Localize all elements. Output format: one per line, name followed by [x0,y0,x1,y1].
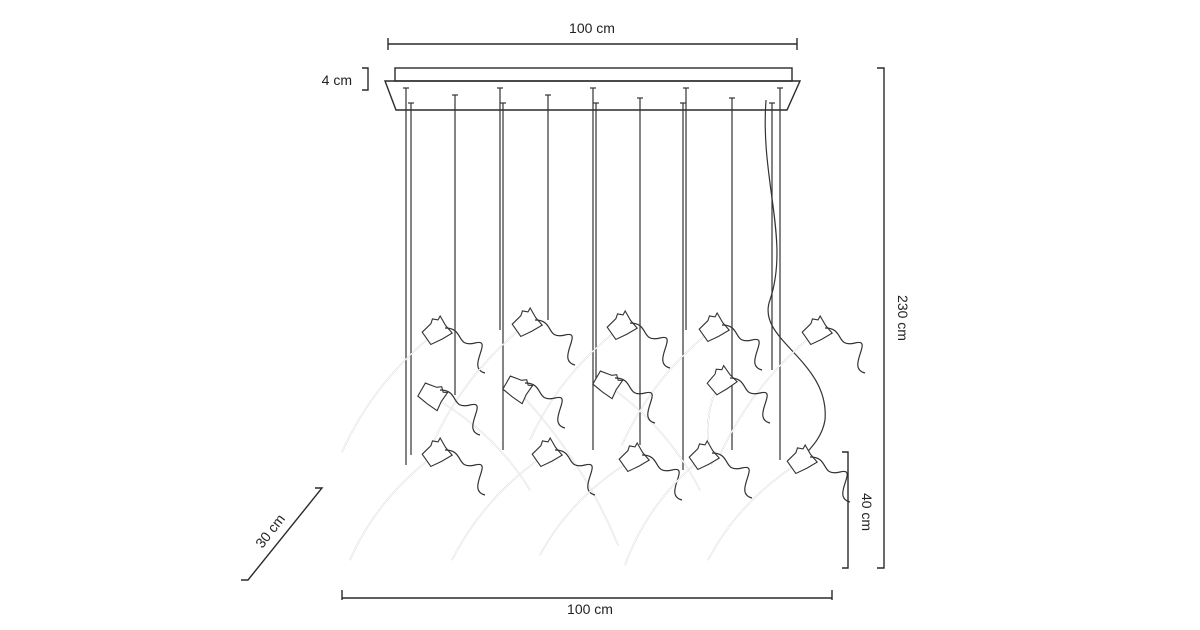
cord [524,382,566,429]
cord [729,377,771,424]
cord [444,449,486,496]
depth-label: 30 cm [252,511,288,551]
flower-lamp [621,311,763,446]
flower-lamps [341,306,866,566]
tulip-shade [421,436,454,468]
top-width-dimension: 100 cm [387,20,798,50]
tulip-shade [618,441,651,473]
cluster-height-dimension: 40 cm [842,451,875,569]
tulip-shade [417,382,449,412]
cord [824,327,866,374]
stem [539,459,633,556]
depth-dimension: 30 cm [241,487,324,581]
cluster-height-label: 40 cm [859,493,875,531]
total-height-dimension: 230 cm [877,67,911,569]
cord [534,319,576,366]
cord [444,327,486,374]
stem [349,454,436,561]
cord [629,322,671,369]
canopy [383,67,802,111]
tulip-shade [801,314,834,346]
tulip-shade [606,309,639,341]
tulip-shade [502,375,534,405]
flower-lamp [706,364,771,466]
tulip-shade [688,439,721,471]
cord [711,452,753,499]
cord [614,377,656,424]
flower-lamp [624,439,753,566]
bottom-width-dimension: 100 cm [341,590,833,617]
stem [451,454,546,561]
canopy-height-label: 4 cm [322,72,352,88]
flower-lamp [539,441,683,556]
flower-lamp [341,314,486,453]
flower-lamp [417,382,531,491]
stem [604,382,701,491]
canopy-height-dimension: 4 cm [322,67,369,91]
tulip-shade [698,311,731,343]
tulip-shade [421,314,454,346]
suspension-wires [403,87,826,471]
stem [514,387,619,546]
cord [721,324,763,371]
stem [707,461,801,561]
tulip-shade [786,443,819,475]
flower-lamp [592,370,701,491]
cord [809,456,851,503]
tulip-shade [511,306,544,338]
bottom-width-label: 100 cm [567,601,613,617]
cord [554,449,596,496]
top-width-label: 100 cm [569,20,615,36]
flower-lamp [431,306,576,446]
stem [621,329,713,446]
flower-lamp [502,375,619,546]
flower-lamp [719,314,866,456]
flower-lamp [707,443,851,561]
flower-lamp [349,436,486,561]
flower-lamp [529,309,671,441]
cord [641,454,683,501]
flower-lamp [451,436,596,561]
stem [624,457,703,566]
cord [439,389,481,436]
power-cable [764,99,826,471]
total-height-label: 230 cm [895,295,911,341]
tulip-shade [531,436,564,468]
tulip-shade [706,364,739,396]
